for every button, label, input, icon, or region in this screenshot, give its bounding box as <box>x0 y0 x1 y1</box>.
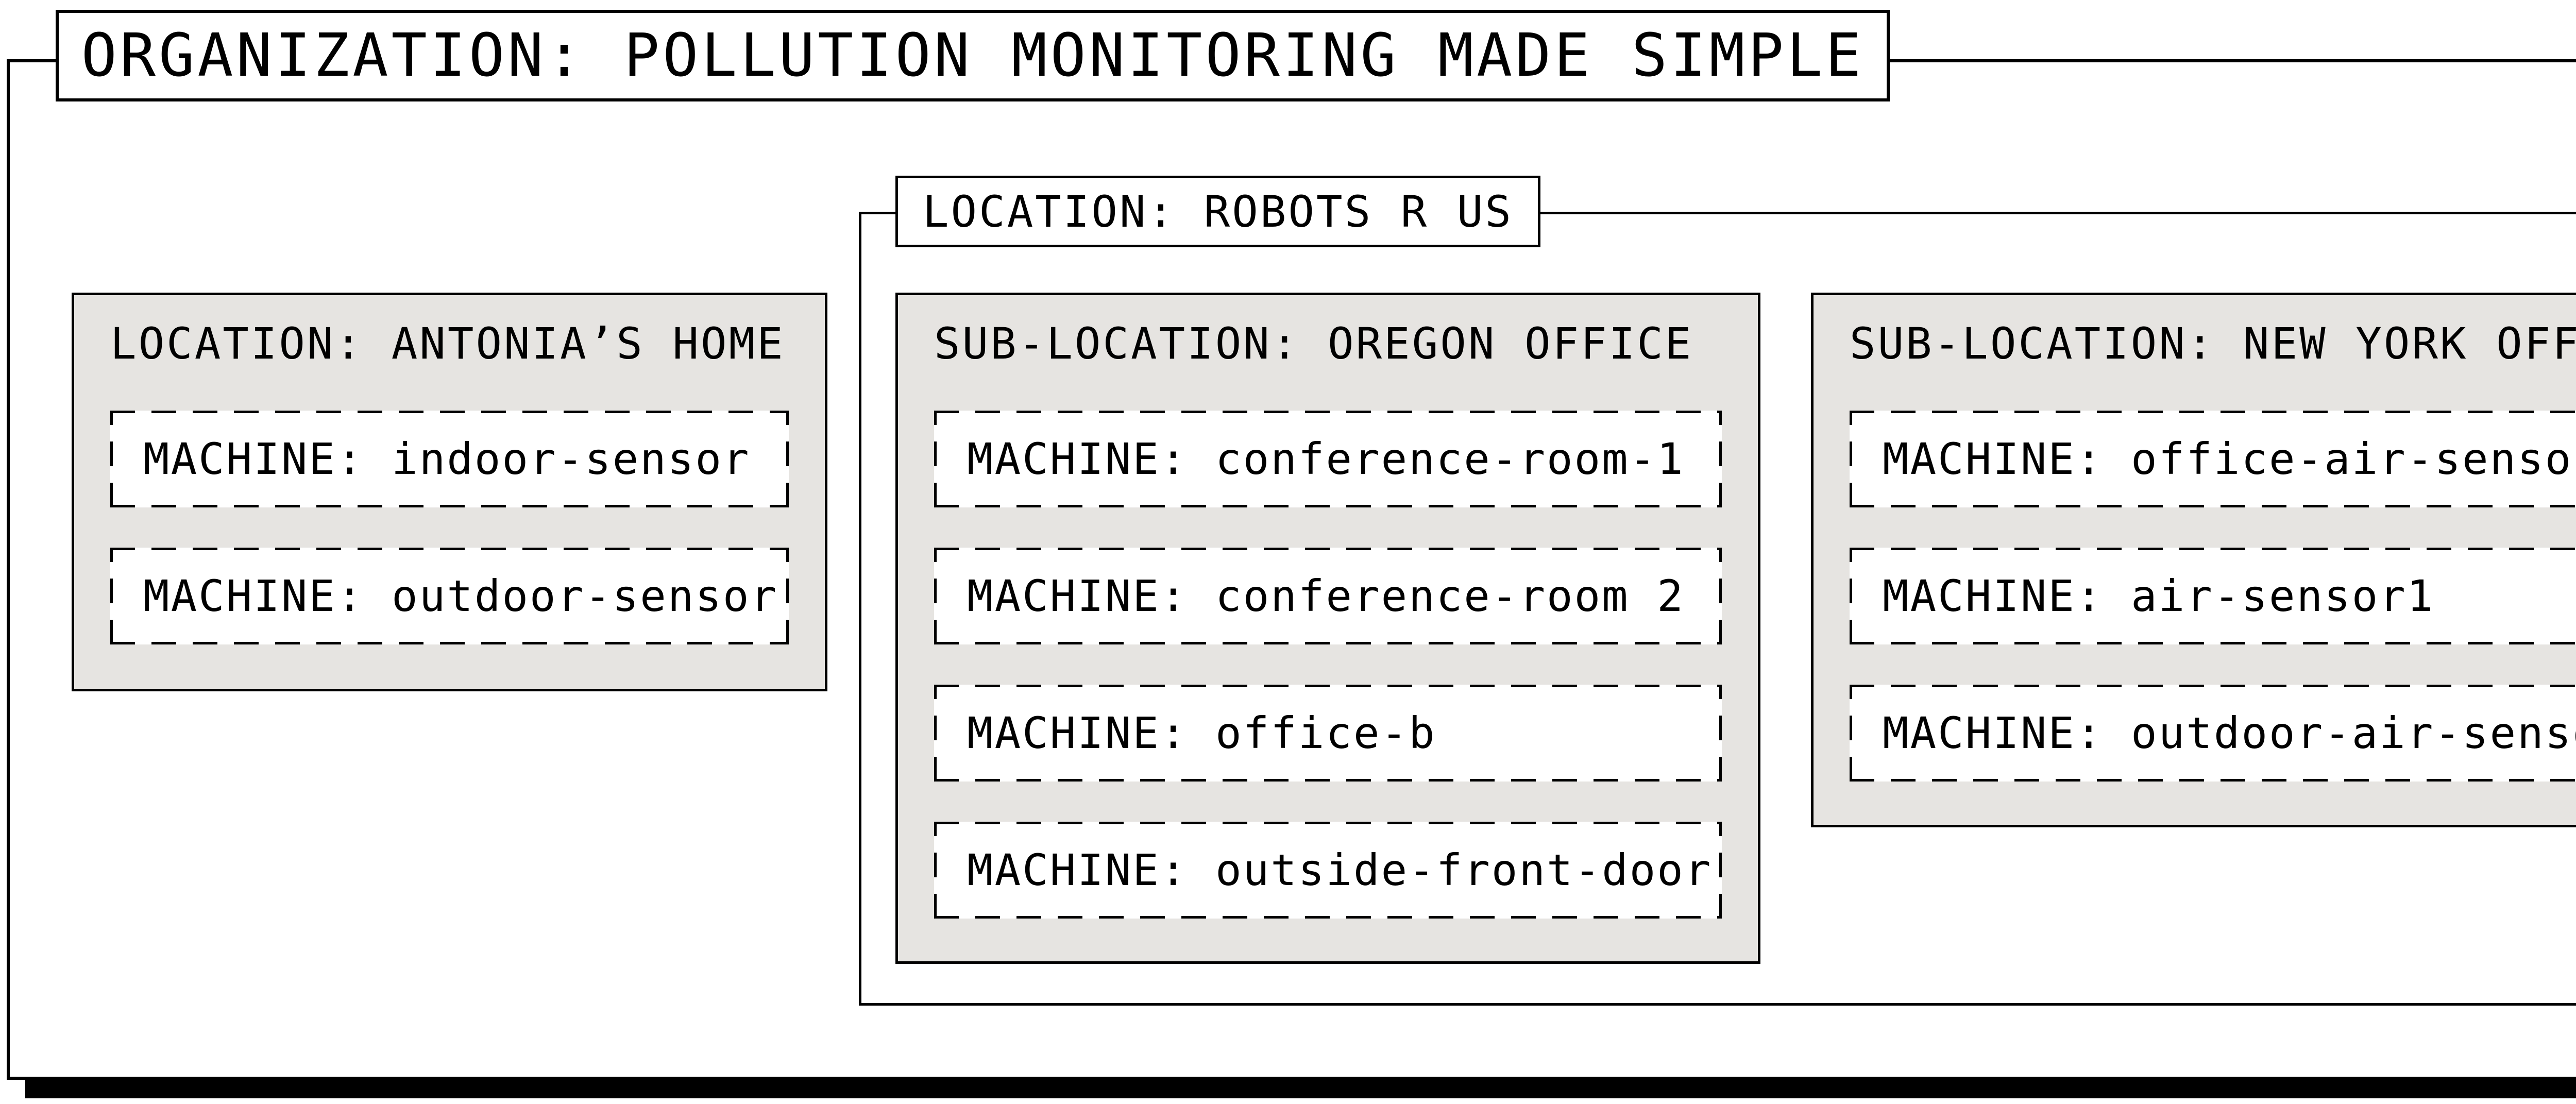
machine-outdoor-sensor: MACHINE: outdoor-sensor <box>110 548 789 644</box>
machine-indoor-sensor: MACHINE: indoor-sensor <box>110 411 789 507</box>
machine-air-sensor1: MACHINE: air-sensor1 <box>1850 548 2576 644</box>
location-robots-r-us-label-box: LOCATION: ROBOTS R US <box>895 176 1540 247</box>
organization-title-box: ORGANIZATION: POLLUTION MONITORING MADE … <box>56 10 1890 101</box>
sublocation-new-york-office-box: SUB-LOCATION: NEW YORK OFFICE MACHINE: o… <box>1811 293 2576 827</box>
sublocation-oregon-office-label: SUB-LOCATION: OREGON OFFICE <box>934 318 1693 369</box>
sublocation-new-york-office-label: SUB-LOCATION: NEW YORK OFFICE <box>1850 318 2576 369</box>
location-antonias-home-label: LOCATION: ANTONIA’S HOME <box>110 318 785 369</box>
sublocation-oregon-office-box: SUB-LOCATION: OREGON OFFICE MACHINE: con… <box>895 293 1760 964</box>
machine-conference-room-1: MACHINE: conference-room-1 <box>934 411 1722 507</box>
machine-outdoor-air-sensor: MACHINE: outdoor-air-sensor <box>1850 685 2576 782</box>
location-robots-r-us-label: LOCATION: ROBOTS R US <box>922 186 1514 237</box>
organization-title: ORGANIZATION: POLLUTION MONITORING MADE … <box>81 21 1865 90</box>
machine-conference-room-2: MACHINE: conference-room 2 <box>934 548 1722 644</box>
machine-office-b: MACHINE: office-b <box>934 685 1722 782</box>
location-robots-r-us-box: SUB-LOCATION: OREGON OFFICE MACHINE: con… <box>859 212 2576 1006</box>
location-antonias-home-box: LOCATION: ANTONIA’S HOME MACHINE: indoor… <box>72 293 827 691</box>
machine-office-air-sensor: MACHINE: office-air-sensor <box>1850 411 2576 507</box>
machine-outside-front-door: MACHINE: outside-front-door <box>934 822 1722 919</box>
